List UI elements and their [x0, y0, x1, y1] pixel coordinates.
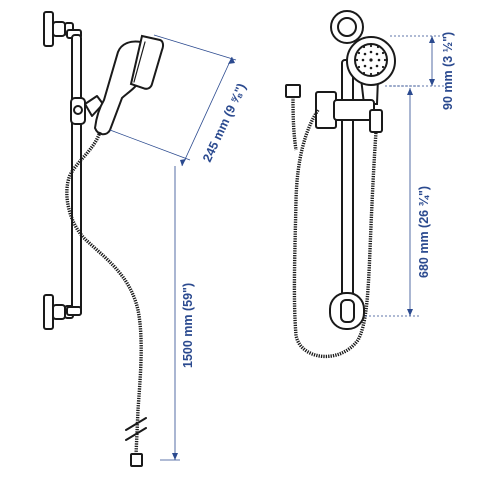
- hose-front-top: [291, 96, 298, 151]
- slide-rail: [71, 34, 82, 316]
- bottom-wall-bracket: [43, 294, 82, 330]
- hose-cut-mark: [125, 417, 147, 441]
- dimension-head-length: [109, 34, 237, 167]
- side-view: 245 mm (9 ⅝") 1500 mm (59"): [43, 11, 249, 467]
- shower-nozzles: [355, 44, 387, 76]
- head-length-label: 245 mm (9 ⅝"): [200, 81, 249, 164]
- head-diameter-label: 90 mm (3 ½"): [441, 32, 455, 110]
- front-view: 90 mm (3 ½") 680 mm (26 ¾"): [285, 10, 455, 358]
- dimension-rail-length: [365, 85, 420, 317]
- hose-side: [65, 131, 143, 456]
- hose-connector-front: [285, 84, 301, 98]
- top-bracket-front: [330, 10, 364, 44]
- dimension-hose-length: [160, 166, 180, 461]
- slider-holder-front: [315, 91, 383, 133]
- dimension-head-diameter: [390, 35, 445, 87]
- hose-connector-side: [130, 453, 143, 467]
- rail-length-label: 680 mm (26 ¾"): [417, 186, 431, 278]
- hose-length-label: 1500 mm (59"): [181, 283, 195, 368]
- bottom-bracket-front: [329, 292, 365, 330]
- hand-shower-side: [93, 34, 165, 136]
- top-wall-bracket: [43, 11, 82, 47]
- hand-shower-front: [346, 36, 396, 105]
